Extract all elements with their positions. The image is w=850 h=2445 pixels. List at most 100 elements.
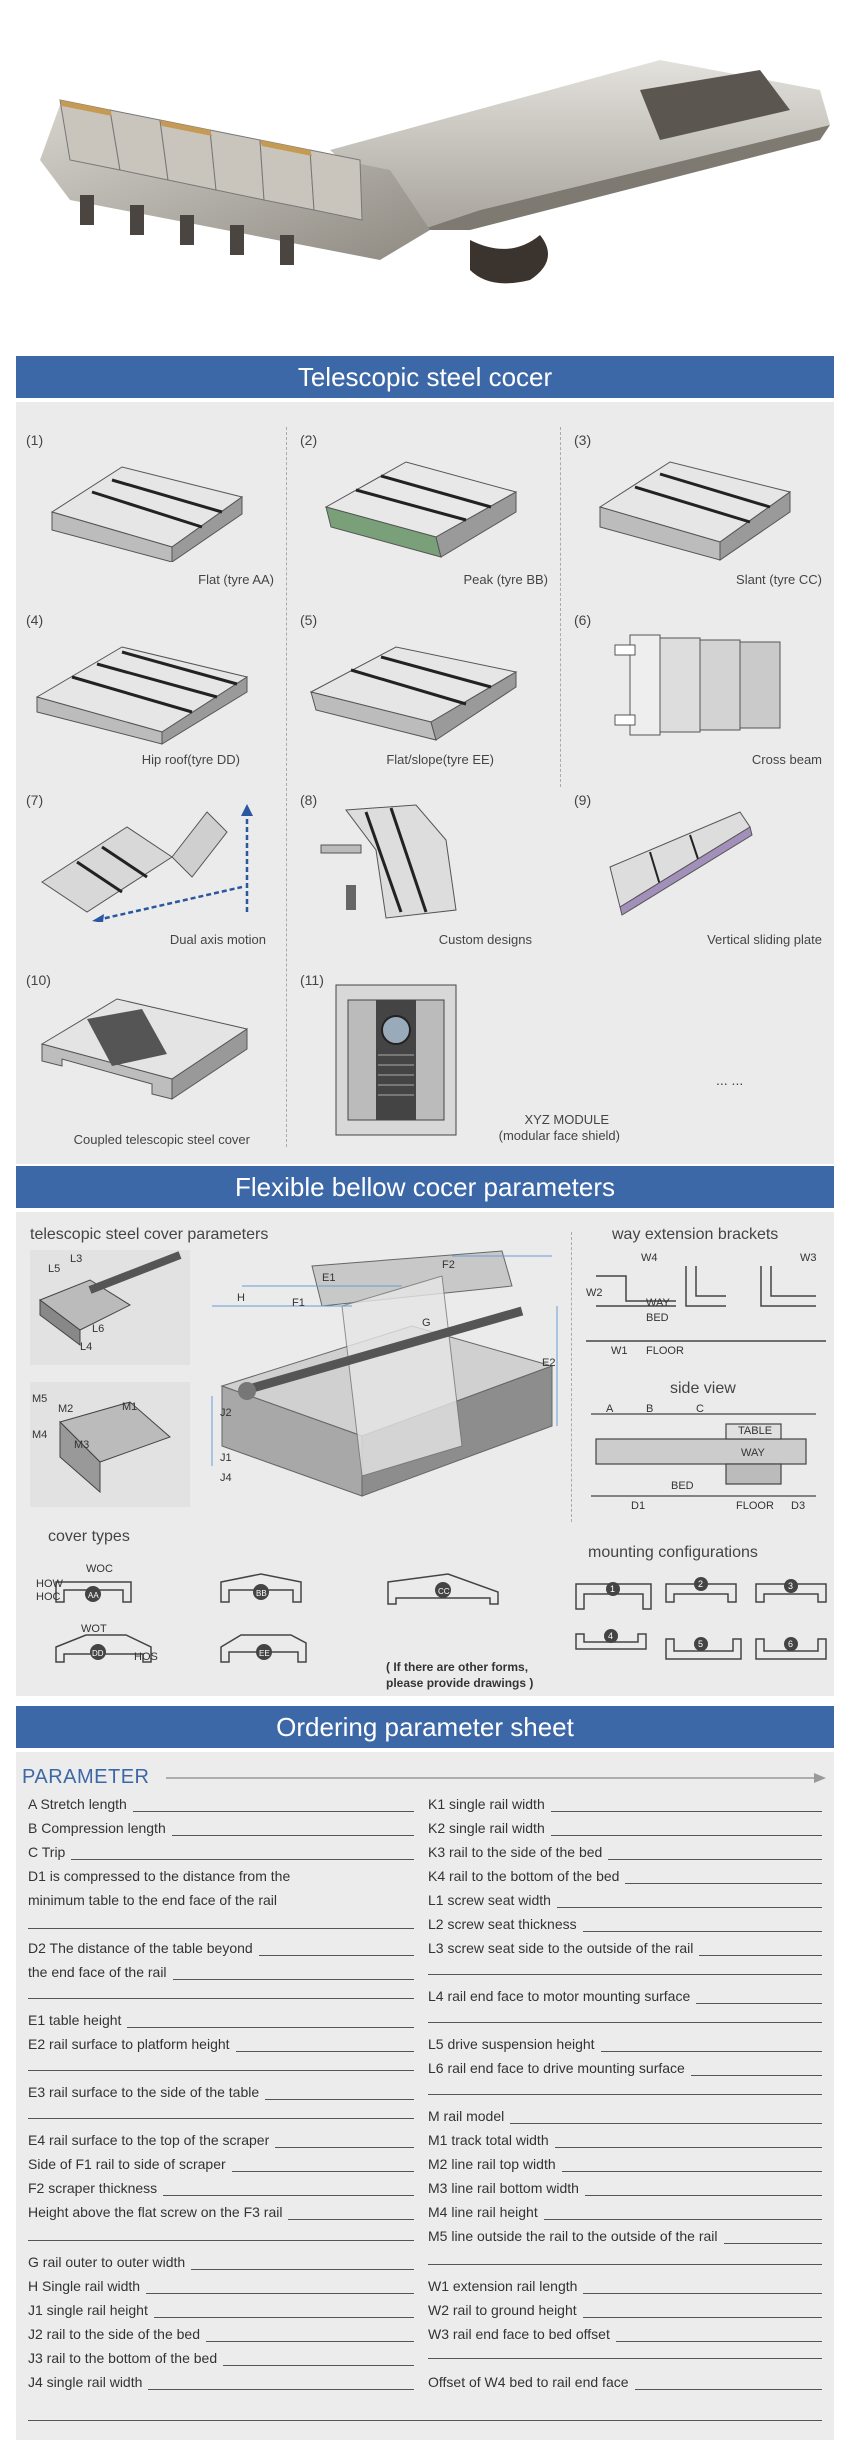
- type-caption-sub: (modular face shield): [498, 1128, 620, 1143]
- cover-label: HOW: [36, 1578, 64, 1590]
- type-caption: Slant (tyre CC): [736, 572, 822, 587]
- field-e3[interactable]: E3 rail surface to the side of the table: [28, 2084, 414, 2100]
- cover-badge: EE: [259, 1649, 270, 1658]
- field-m[interactable]: M rail model: [428, 2108, 822, 2124]
- field-l2[interactable]: L2 screw seat thickness: [428, 1916, 822, 1932]
- field-k3[interactable]: K3 rail to the side of the bed: [428, 1844, 822, 1860]
- field-e2-blank[interactable]: [28, 2070, 414, 2071]
- field-m4[interactable]: M4 line rail height: [428, 2204, 822, 2220]
- field-l4[interactable]: L4 rail end face to motor mounting surfa…: [428, 1988, 822, 2004]
- side-view-title: side view: [670, 1380, 736, 1397]
- hero-product-image: [40, 60, 830, 284]
- type-caption: Dual axis motion: [169, 932, 266, 947]
- field-l4-blank[interactable]: [428, 2022, 822, 2023]
- type-custom: (8) Custom designs: [296, 792, 554, 947]
- svg-text:L6: L6: [92, 1323, 104, 1335]
- svg-text:F1: F1: [292, 1297, 305, 1309]
- cover-label: HOS: [134, 1651, 158, 1663]
- cover-types-drawing: WOC HOW HOC WOT HOS AA BB DD EE: [36, 1563, 307, 1663]
- field-e4[interactable]: E4 rail surface to the top of the scrape…: [28, 2132, 414, 2148]
- flat-slope-cover-drawing: [309, 646, 518, 741]
- field-h[interactable]: H Single rail width: [28, 2278, 414, 2294]
- cover-badge: CC: [438, 1587, 450, 1596]
- banner-telescopic: Telescopic steel cocer: [16, 356, 834, 398]
- parameter-arrow: [166, 1773, 826, 1783]
- field-m1[interactable]: M1 track total width: [428, 2132, 822, 2148]
- type-coupled: (10) Coupled telescopic steel cover: [22, 972, 280, 1147]
- field-l3-blank[interactable]: [428, 1974, 822, 1975]
- side-label: BED: [671, 1480, 694, 1492]
- field-b[interactable]: B Compression length: [28, 1820, 414, 1836]
- field-w4[interactable]: Offset of W4 bed to rail end face: [428, 2374, 822, 2390]
- field-a[interactable]: A Stretch length: [28, 1796, 414, 1812]
- cross-beam-cover-drawing: [614, 634, 781, 736]
- field-f1[interactable]: Side of F1 rail to side of scraper: [28, 2156, 414, 2172]
- type-vertical-sliding: (9) Vertical sliding plate: [570, 792, 828, 947]
- type-number: (3): [574, 432, 592, 448]
- ordering-sheet: [16, 1752, 834, 2440]
- other-forms-note-2: please provide drawings ): [386, 1676, 534, 1690]
- type-caption: Peak (tyre BB): [463, 572, 548, 587]
- xyz-module-drawing: [335, 984, 457, 1136]
- field-j1[interactable]: J1 single rail height: [28, 2302, 414, 2318]
- banner-ordering: Ordering parameter sheet: [16, 1706, 834, 1748]
- bracket-label: W2: [586, 1287, 603, 1299]
- bracket-label: WAY: [646, 1297, 670, 1309]
- type-caption: Cross beam: [751, 752, 822, 767]
- field-k2[interactable]: K2 single rail width: [428, 1820, 822, 1836]
- field-d1-line1: D1 is compressed to the distance from th…: [28, 1868, 291, 1884]
- field-j2[interactable]: J2 rail to the side of the bed: [28, 2326, 414, 2342]
- mounting-configurations-drawing: 1 2 3 4 5 6: [575, 1577, 827, 1660]
- field-j3[interactable]: J3 rail to the bottom of the bed: [28, 2350, 414, 2366]
- field-f2[interactable]: F2 scraper thickness: [28, 2180, 414, 2196]
- dual-axis-cover-drawing: [41, 804, 253, 922]
- field-m3[interactable]: M3 line rail bottom width: [428, 2180, 822, 2196]
- side-label: D3: [791, 1500, 805, 1512]
- svg-text:M4: M4: [32, 1429, 47, 1441]
- field-l1[interactable]: L1 screw seat width: [428, 1892, 822, 1908]
- side-label: TABLE: [738, 1425, 772, 1437]
- bracket-label: W1: [611, 1345, 628, 1357]
- field-d2[interactable]: D2 The distance of the table beyond: [28, 1940, 414, 1956]
- field-k1[interactable]: K1 single rail width: [428, 1796, 822, 1812]
- field-c[interactable]: C Trip: [28, 1844, 414, 1860]
- field-f3-blank[interactable]: [28, 2240, 414, 2241]
- field-j4[interactable]: J4 single rail width: [28, 2374, 414, 2390]
- svg-text:E2: E2: [542, 1357, 555, 1369]
- field-l6-blank[interactable]: [428, 2094, 822, 2095]
- field-l3[interactable]: L3 screw seat side to the outside of the…: [428, 1940, 822, 1956]
- field-w1[interactable]: W1 extension rail length: [428, 2278, 822, 2294]
- field-g[interactable]: G rail outer to outer width: [28, 2254, 414, 2270]
- field-w3[interactable]: W3 rail end face to bed offset: [428, 2326, 822, 2342]
- field-m2[interactable]: M2 line rail top width: [428, 2156, 822, 2172]
- mount-num: 1: [610, 1584, 615, 1594]
- peak-cover-drawing: [324, 461, 518, 558]
- bracket-label: W3: [800, 1252, 817, 1264]
- field-e3-blank[interactable]: [28, 2118, 414, 2119]
- field-m5-blank[interactable]: [428, 2264, 822, 2265]
- type-number: (8): [300, 792, 318, 808]
- field-d2-blank[interactable]: [28, 1998, 414, 1999]
- mount-num: 3: [788, 1581, 793, 1591]
- field-e1[interactable]: E1 table height: [28, 2012, 414, 2028]
- side-view-drawing: TABLE WAY BED FLOOR D1 D3 A B C: [591, 1404, 816, 1512]
- notes-line[interactable]: [28, 2420, 822, 2421]
- field-d2-line2[interactable]: the end face of the rail: [28, 1964, 414, 1980]
- field-m5[interactable]: M5 line outside the rail to the outside …: [428, 2228, 822, 2244]
- field-f3[interactable]: Height above the flat screw on the F3 ra…: [28, 2204, 414, 2220]
- parameters-panel: telescopic steel cover parameters way ex…: [16, 1212, 834, 1696]
- type-number: (6): [574, 612, 592, 628]
- field-l5[interactable]: L5 drive suspension height: [428, 2036, 822, 2052]
- field-w2[interactable]: W2 rail to ground height: [428, 2302, 822, 2318]
- field-e2[interactable]: E2 rail surface to platform height: [28, 2036, 414, 2052]
- field-k4[interactable]: K4 rail to the bottom of the bed: [428, 1868, 822, 1884]
- field-l6[interactable]: L6 rail end face to drive mounting surfa…: [428, 2060, 822, 2076]
- type-number: (7): [26, 792, 44, 808]
- field-d1-blank[interactable]: [28, 1928, 414, 1929]
- side-label: WAY: [741, 1447, 765, 1459]
- type-peak: (2) Peak (tyre BB): [296, 432, 554, 587]
- field-w3-blank[interactable]: [428, 2358, 822, 2359]
- brackets-title: way extension brackets: [612, 1226, 779, 1243]
- mounting-title: mounting configurations: [588, 1544, 758, 1561]
